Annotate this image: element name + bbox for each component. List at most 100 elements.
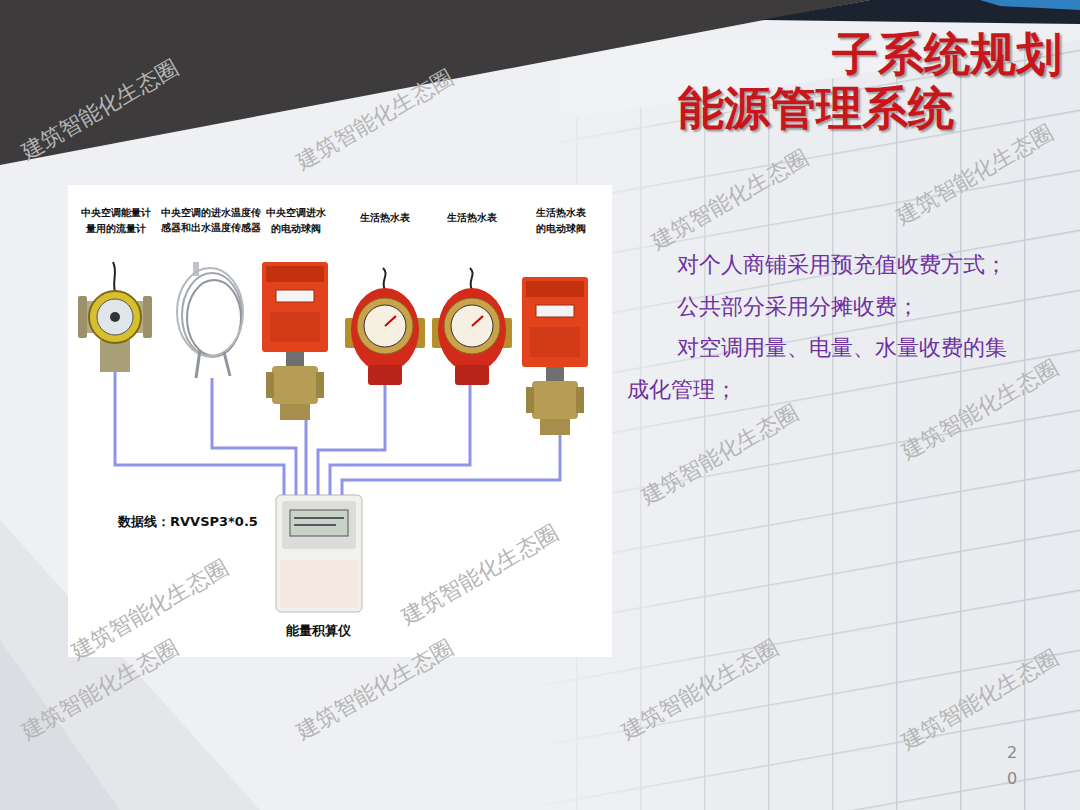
integrator-picture-part [276,495,362,612]
integrator-unit: 能量积算仪 [272,495,364,642]
page-number: 20 [1004,740,1020,791]
label-holder: 建筑智能化生态圈 [637,400,803,511]
valve-picture-part [316,372,324,398]
label-holder: 建筑智能化生态圈 [292,65,458,176]
integrator-picture-part [282,501,356,549]
water-meter-picture [345,268,425,385]
water-meter-picture-part [451,305,493,347]
header-band [0,0,1080,165]
watermark: 建筑智能化生态圈 [637,400,803,511]
valve-picture-part [576,387,584,413]
picture-area [161,235,261,378]
device-item: 中央空调进水 的电动球阀 [262,205,330,420]
label-holder: 建筑智能化生态圈 [17,55,183,166]
picture-area [520,237,602,435]
device-item: 中央空调能量计 量用的流量计 [74,205,158,372]
valve-picture-part [286,352,304,366]
integrator-picture-part [290,510,348,536]
watermark: 建筑智能化生态圈 [17,55,183,166]
watermark: 建筑智能化生态圈 [897,355,1063,466]
device-label: 中央空调的进水温度传 感器和出水温度传感器 [161,205,261,235]
water-meter-picture-part [444,298,500,354]
label-holder: 建筑智能化生态圈 [897,645,1063,756]
valve-picture-part [522,277,588,367]
valve-picture-part [270,312,320,342]
label-holder: 建筑智能化生态圈 [617,635,783,746]
slide-title: 子系统规划 [832,28,1062,81]
device-label: 能量积算仪 [273,621,363,642]
cable-spec: 数据线：RVVSP3*0.5 [118,514,258,531]
watermark: 建筑智能化生态圈 [647,145,813,256]
sensor-cable-picture [177,262,243,378]
valve-picture-part [266,266,324,282]
valve-picture-part [280,404,310,420]
header-band-part [980,0,1080,10]
data-cable [342,435,560,495]
valve-picture-part [526,281,584,297]
sensor-cable-picture-part [177,268,243,356]
integrator-picture-part [280,560,358,608]
valve-picture-part [266,372,274,398]
label-holder: 对个人商铺采用预充值收费方式； [627,244,1025,286]
watermark: 建筑智能化生态圈 [397,520,563,631]
valve-picture-part [262,262,328,352]
device-item: 生活热水表 的电动球阀 [520,205,602,435]
water-meter-picture-part [357,298,413,354]
flowmeter-picture-part [97,299,133,335]
watermark: 建筑智能化生态圈 [292,635,458,746]
sensor-cable-picture-part [224,352,230,376]
water-meter-picture-part [455,365,489,385]
valve-picture-part [546,367,564,381]
bullet-text: 对空调用量、电量、水量收费的集成化管理； [627,327,1025,411]
watermark: 建筑智能化生态圈 [292,65,458,176]
water-meter-picture-part [383,268,386,290]
flowmeter-picture [78,262,152,372]
picture-area [74,237,158,372]
flowmeter-picture-part [143,296,152,338]
integrator-picture-part [294,518,344,525]
water-meter-picture-part [470,268,473,290]
sensor-cable-picture-part [196,350,200,378]
flowmeter-picture-part [78,296,87,338]
bullet-text: 对个人商铺采用预充值收费方式； [627,244,1025,286]
label-holder: 20 [1004,740,1020,791]
watermark: 建筑智能化生态圈 [617,635,783,746]
label-holder: 建筑智能化生态圈 [647,145,813,256]
label-holder: 对空调用量、电量、水量收费的集成化管理； [627,327,1025,411]
water-meter-picture-part [472,316,483,326]
title-holder: 子系统规划 [832,28,1062,81]
valve-picture-part [276,290,314,302]
watermark: 建筑智能化生态圈 [892,120,1058,231]
water-meter-picture-part [438,288,506,372]
label-holder: 建筑智能化生态圈 [292,635,458,746]
device-label: 生活热水表 [355,210,415,226]
valve-picture-part [530,327,580,357]
label-holder: 公共部分采用分摊收费； [627,286,1025,328]
device-label: 中央空调能量计 量用的流量计 [76,205,156,237]
picture-area [262,237,330,420]
valve-picture-part [540,419,570,435]
integrator-picture [276,495,362,612]
diagram-panel [68,185,612,657]
label-holder: 数据线：RVVSP3*0.5 [118,514,258,531]
flowmeter-picture-part [113,262,115,292]
picture-area [345,226,425,385]
flowmeter-picture-part [110,312,120,322]
label-holder: 建筑智能化生态圈 [397,520,563,631]
label-holder: 建筑智能化生态圈 [897,355,1063,466]
slide-subtitle: 能源管理系统 [678,82,954,135]
device-label: 中央空调进水 的电动球阀 [263,205,329,237]
valve-picture-part [526,387,534,413]
picture-area [272,495,364,621]
label-holder: 能源管理系统 [678,82,954,135]
device-item: 中央空调的进水温度传 感器和出水温度传感器 [161,205,261,378]
water-meter-picture [432,268,512,385]
flowmeter-picture-part [100,340,130,372]
label-holder: 建筑智能化生态圈 [892,120,1058,231]
device-label: 生活热水表 [442,210,502,226]
valve-picture-part [536,305,574,317]
device-item: 生活热水表 [432,210,512,385]
